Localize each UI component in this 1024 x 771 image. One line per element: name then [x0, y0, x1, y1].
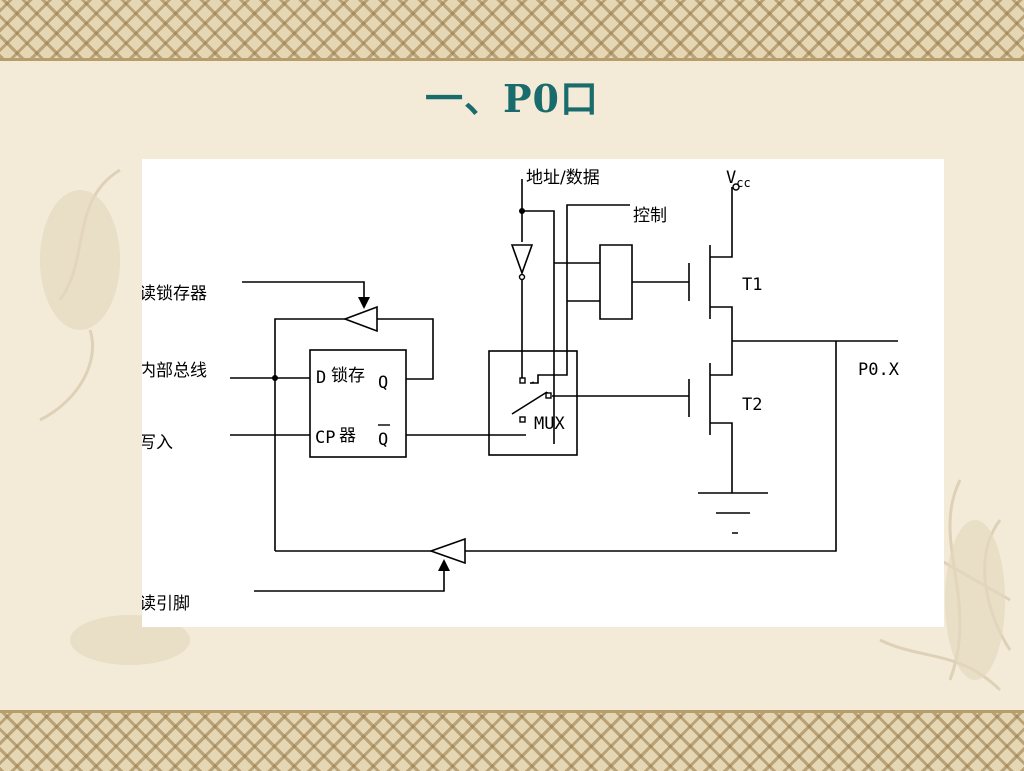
label-p0x: P0.X	[858, 360, 900, 380]
mux-box	[488, 350, 578, 456]
top-decorative-border	[0, 0, 1024, 61]
address-buffer	[510, 244, 534, 276]
label-vcc: Vcc	[726, 168, 751, 190]
label-read-pin: 读引脚	[142, 594, 190, 614]
label-latch-name1: 锁存	[331, 366, 365, 386]
label-latch-qbar: Q	[378, 430, 388, 450]
label-t2: T2	[742, 395, 762, 415]
and-gate	[599, 244, 633, 320]
label-mux: MUX	[534, 414, 565, 434]
read-pin-buffer	[428, 537, 466, 565]
wire-buffer-to-bus	[274, 318, 345, 551]
label-latch-name2: 器	[339, 426, 356, 446]
label-latch-q: Q	[378, 373, 388, 393]
label-address-data: 地址/数据	[526, 168, 600, 188]
label-control: 控制	[633, 206, 667, 226]
wire-read-latch	[242, 281, 365, 307]
bottom-decorative-border	[0, 710, 1024, 771]
slide-title: 一、P0口	[424, 76, 599, 121]
wire-read-pin	[254, 563, 445, 592]
label-internal-bus: 内部总线	[142, 361, 207, 381]
label-write: 写入	[142, 433, 173, 453]
wire-control	[534, 204, 630, 384]
label-read-latch: 读锁存器	[142, 284, 207, 304]
label-latch-cp: CP	[315, 428, 335, 448]
wire-latch-feedback	[377, 318, 434, 380]
label-latch-d: D	[316, 368, 326, 388]
circuit-diagram-panel: 读锁存器 内部总线 写入 读引脚 地址/数据 控制 Vcc T1 T2 P0.X…	[142, 159, 944, 627]
p0-port-circuit-diagram: 读锁存器 内部总线 写入 读引脚 地址/数据 控制 Vcc T1 T2 P0.X…	[142, 168, 900, 614]
mux-switch	[511, 391, 548, 415]
ground-symbol	[698, 492, 768, 534]
read-latch-buffer	[342, 305, 378, 333]
latch-box	[309, 349, 407, 458]
label-t1: T1	[742, 275, 762, 295]
